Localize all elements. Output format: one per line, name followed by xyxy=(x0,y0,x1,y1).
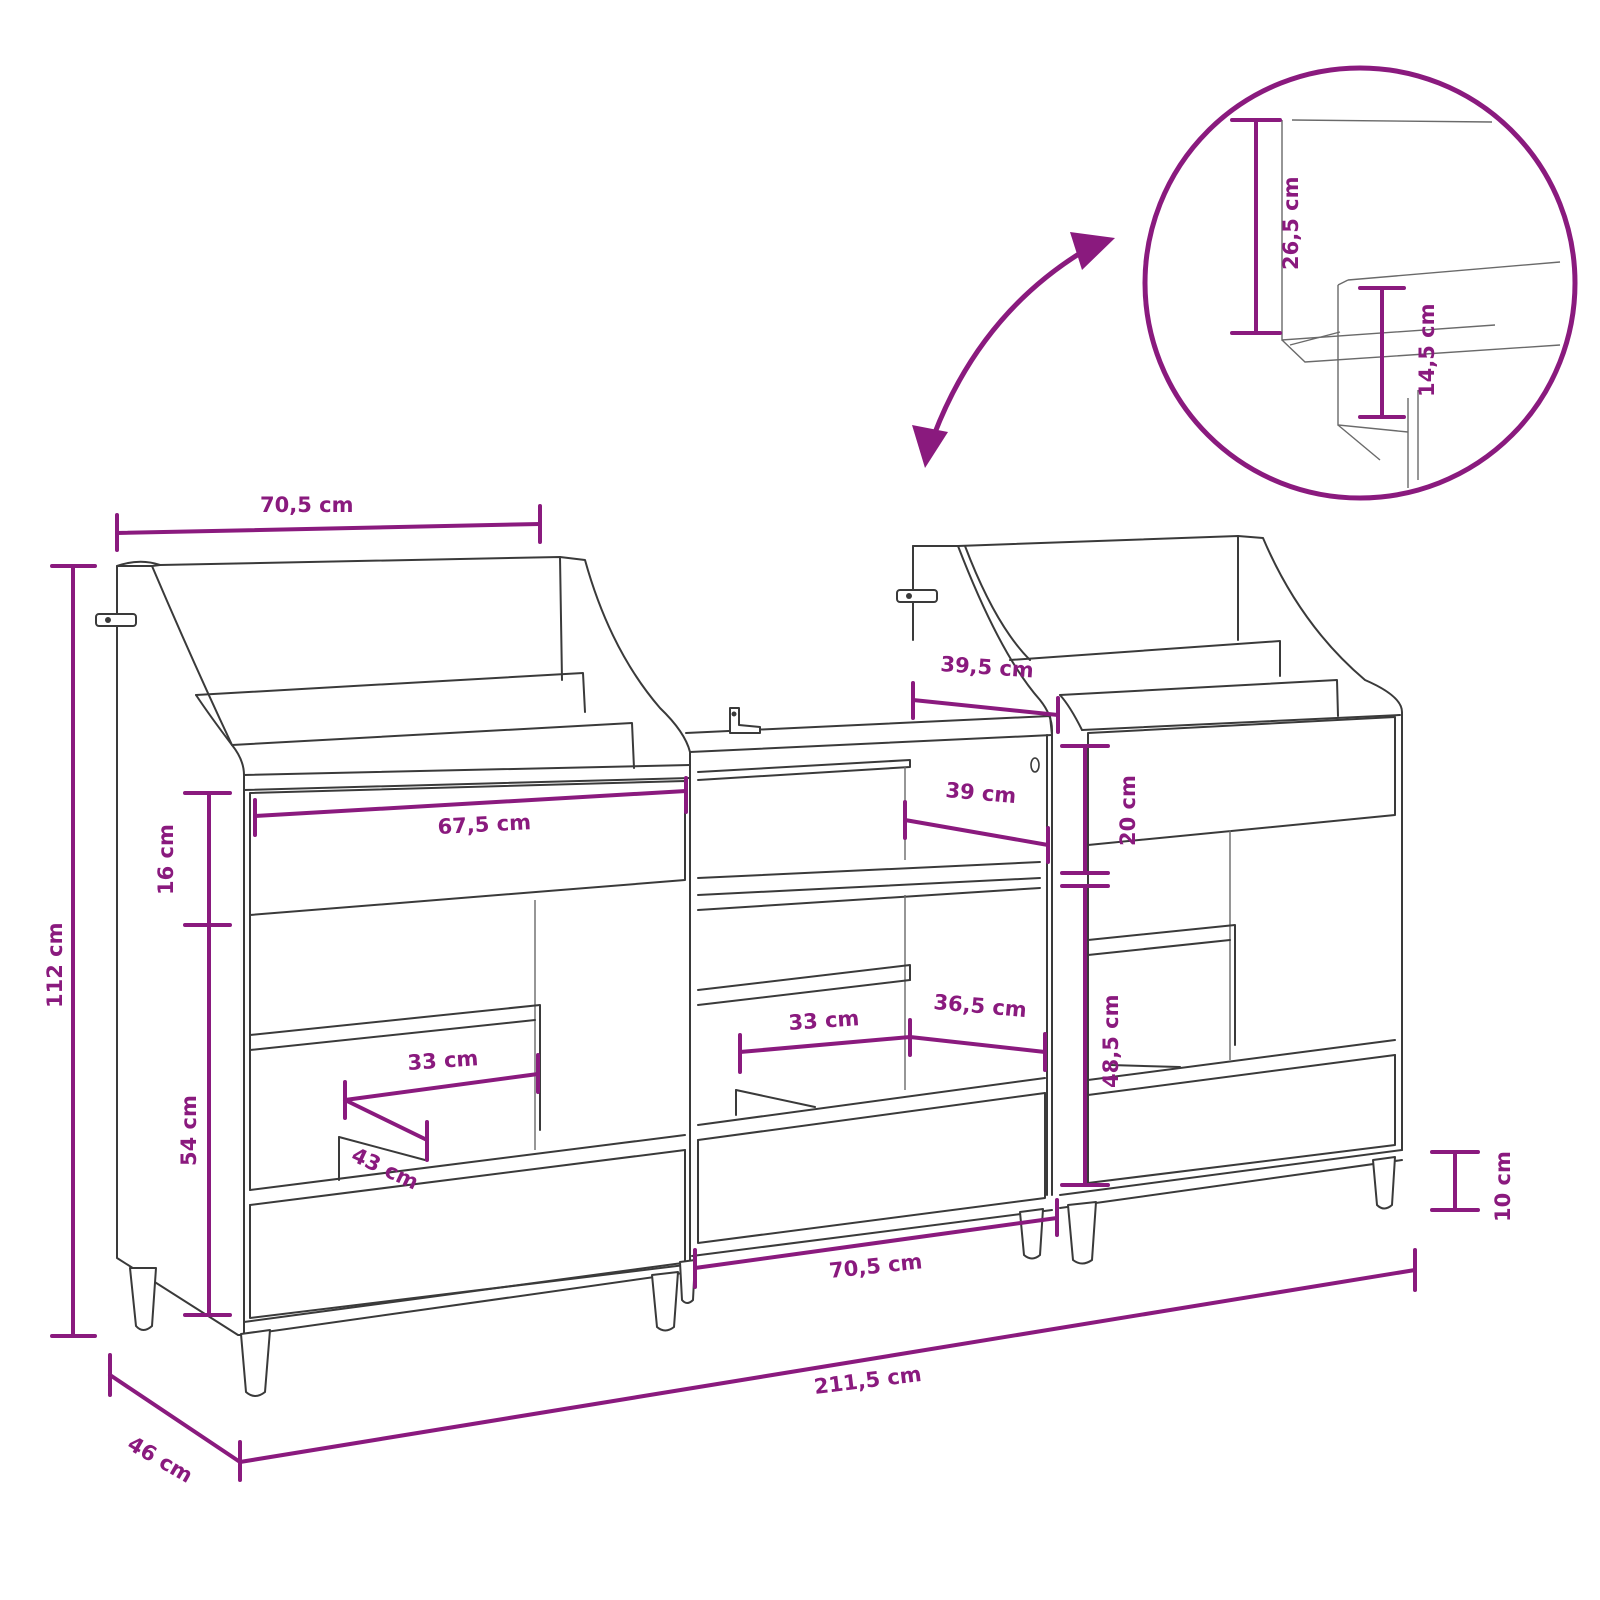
label-top-width-left: 70,5 cm xyxy=(260,493,353,517)
label-inner-width-left: 67,5 cm xyxy=(437,810,532,839)
label-middle-top-depth: 39 cm xyxy=(945,778,1018,808)
right-cabinet xyxy=(896,535,1403,1265)
label-shelf-width-left: 33 cm xyxy=(407,1046,479,1075)
label-detail-lower-height: 14,5 cm xyxy=(1415,304,1439,397)
label-drawer-height: 16 cm xyxy=(154,824,178,895)
label-lower-height: 54 cm xyxy=(177,1095,201,1166)
label-right-top-depth: 39,5 cm xyxy=(940,652,1035,682)
label-shelf-depth-left: 43 cm xyxy=(348,1143,422,1195)
detail-arrow xyxy=(912,232,1115,468)
label-leg-height: 10 cm xyxy=(1491,1151,1515,1222)
left-cabinet xyxy=(95,556,691,1397)
detail-callout xyxy=(1142,65,1578,501)
label-depth: 46 cm xyxy=(124,1432,197,1488)
dimension-lines xyxy=(50,118,1480,1482)
label-detail-upper-height: 26,5 cm xyxy=(1279,177,1303,270)
label-middle-width: 70,5 cm xyxy=(828,1249,923,1283)
label-right-drawer-height: 20 cm xyxy=(1116,775,1140,846)
label-middle-shelf-width: 33 cm xyxy=(788,1006,860,1035)
label-right-lower-height: 48,5 cm xyxy=(1099,995,1123,1088)
label-middle-shelf-depth: 36,5 cm xyxy=(933,990,1028,1022)
label-total-height: 112 cm xyxy=(43,923,67,1008)
